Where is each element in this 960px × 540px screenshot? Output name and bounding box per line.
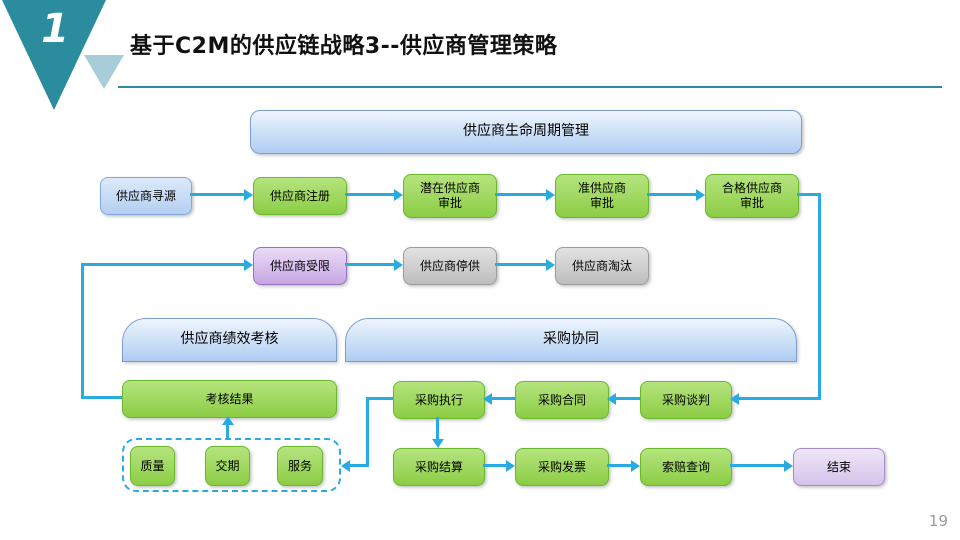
connector [84,396,122,399]
connector [739,397,821,400]
node-eliminated: 供应商淘汰 [555,247,649,285]
connector [607,464,632,467]
node-assessment-result: 考核结果 [122,380,337,418]
arrowhead-down [432,439,444,448]
connector [226,425,229,439]
arrowhead-right [696,189,705,201]
arrowhead-left [483,393,492,405]
arrowhead-right [244,259,253,271]
node-lifecycle-header: 供应商生命周期管理 [250,110,802,154]
connector [616,397,640,400]
node-po-negotiation: 采购谈判 [640,381,732,419]
node-service: 服务 [277,446,323,486]
node-delivery: 交期 [205,446,250,486]
node-po-settlement: 采购结算 [393,448,485,486]
arrowhead-right [394,189,403,201]
arrowhead-left [730,393,739,405]
connector [81,263,84,399]
node-stop-supply: 供应商停供 [403,247,497,285]
node-quasi-approval: 准供应商 审批 [555,174,649,218]
arrowhead-right [631,460,640,472]
connector [483,464,507,467]
connector [366,397,369,467]
node-potential-approval: 潜在供应商 审批 [403,174,497,218]
node-sourcing: 供应商寻源 [100,177,192,215]
connector [492,397,515,400]
connector [436,417,439,439]
connector [190,193,244,196]
node-performance-header: 供应商绩效考核 [122,318,337,362]
node-po-invoice: 采购发票 [515,448,609,486]
section-triangle-small [84,55,124,89]
title-divider [118,86,942,88]
page-number: 19 [928,512,948,530]
arrowhead-right [506,460,515,472]
connector [368,397,393,400]
node-po-execution: 采购执行 [393,381,485,419]
node-claim-query: 索赔查询 [640,448,732,486]
node-po-contract: 采购合同 [515,381,609,419]
slide-title: 基于C2M的供应链战略3--供应商管理策略 [130,34,558,59]
node-qualified-approval: 合格供应商 审批 [705,174,799,218]
connector [818,193,821,400]
node-procurement-header: 采购协同 [345,318,797,362]
connector [797,193,821,196]
connector [84,263,244,266]
arrowhead-right [394,259,403,271]
connector [495,193,546,196]
connector [647,193,696,196]
connector [350,464,368,467]
arrowhead-up [222,416,234,425]
node-end: 结束 [793,448,885,486]
kpi-group [122,438,341,492]
arrowhead-right [784,460,793,472]
arrowhead-right [546,259,555,271]
arrowhead-right [244,189,253,201]
section-number: 1 [41,6,69,52]
connector [495,263,546,266]
arrowhead-left [341,460,350,472]
arrowhead-right [546,189,555,201]
node-quality: 质量 [130,446,175,486]
node-restricted: 供应商受限 [253,247,347,285]
arrowhead-left [607,393,616,405]
connector [345,263,394,266]
connector [345,193,394,196]
connector [730,464,785,467]
node-registration: 供应商注册 [253,177,347,215]
